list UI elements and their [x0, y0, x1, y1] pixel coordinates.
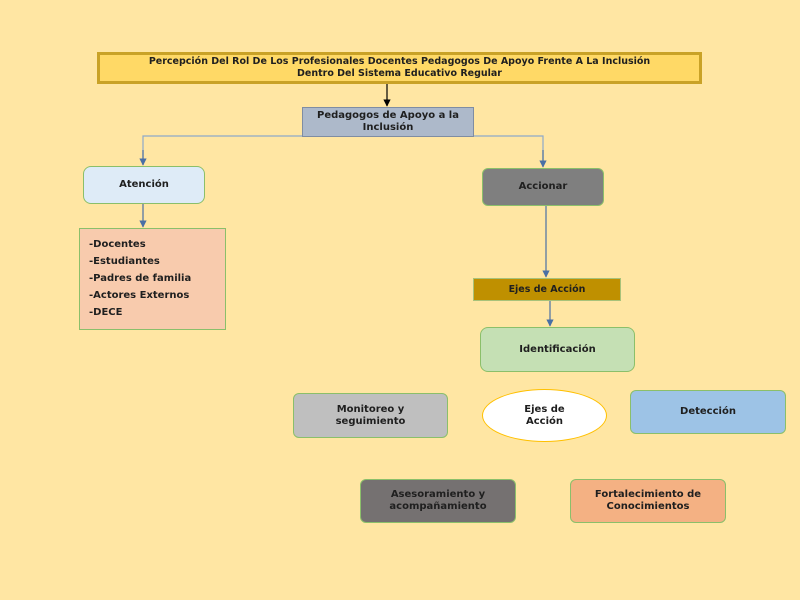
- atencion-label: Atención: [119, 179, 169, 190]
- monitoreo-line-2: seguimiento: [335, 415, 406, 427]
- identificacion-node: Identificación: [480, 327, 635, 372]
- accionar-node: Accionar: [482, 168, 604, 206]
- monitoreo-line-1: Monitoreo y: [336, 403, 405, 415]
- fortalecimiento-line-2: Conocimientos: [606, 501, 690, 512]
- list-item: -Actores Externos: [89, 290, 190, 301]
- accionar-label: Accionar: [518, 181, 568, 192]
- ejes-de-accion-center: Ejes de Acción: [482, 389, 607, 442]
- list-item: -Estudiantes: [89, 256, 160, 267]
- identificacion-label: Identificación: [519, 343, 596, 355]
- fortalecimiento-node: Fortalecimiento de Conocimientos: [570, 479, 726, 523]
- list-item: -DECE: [89, 307, 123, 318]
- pedagogos-node: Pedagogos de Apoyo a la Inclusión: [302, 107, 474, 137]
- atencion-node: Atención: [83, 166, 205, 204]
- groups-list: -Docentes -Estudiantes -Padres de famili…: [79, 228, 226, 330]
- ejes-de-accion-bar: Ejes de Acción: [473, 278, 621, 301]
- deteccion-node: Detección: [630, 390, 786, 434]
- connector-split: [142, 135, 544, 166]
- asesoramiento-line-1: Asesoramiento y: [390, 489, 486, 500]
- list-item: -Docentes: [89, 239, 146, 250]
- ejes-bar-label: Ejes de Acción: [508, 283, 586, 295]
- ejes-center-line-2: Acción: [525, 415, 563, 427]
- asesoramiento-line-2: acompañamiento: [389, 501, 487, 512]
- fortalecimiento-line-1: Fortalecimiento de: [594, 489, 702, 500]
- title-line-2: Dentro Del Sistema Educativo Regular: [297, 68, 502, 79]
- ejes-center-line-1: Ejes de: [524, 403, 565, 415]
- asesoramiento-node: Asesoramiento y acompañamiento: [360, 479, 516, 523]
- deteccion-label: Detección: [680, 406, 736, 417]
- pedagogos-line-1: Pedagogos de Apoyo a la: [317, 110, 459, 121]
- title-line-1: Percepción Del Rol De Los Profesionales …: [148, 56, 651, 68]
- diagram-title: Percepción Del Rol De Los Profesionales …: [97, 52, 702, 84]
- pedagogos-line-2: Inclusión: [362, 122, 414, 133]
- monitoreo-node: Monitoreo y seguimiento: [293, 393, 448, 438]
- list-item: -Padres de familia: [89, 273, 192, 284]
